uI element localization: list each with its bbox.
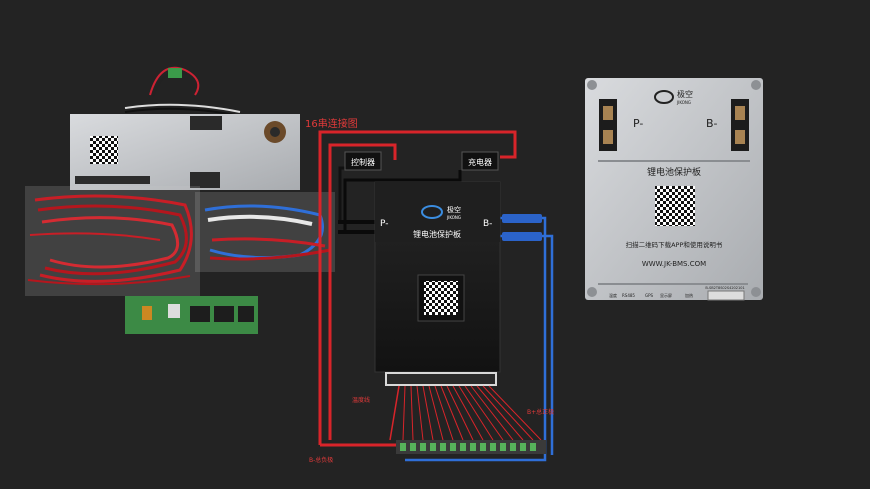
main-brand-sub: JIKONG (446, 215, 461, 220)
b-plus-label: B+总正极 (527, 408, 554, 416)
top-cable (124, 66, 241, 117)
port-label-display: 显示屏 (660, 292, 672, 298)
right-brand-sub: JIKONG (676, 100, 691, 105)
port-label-temp: 温度 (609, 292, 617, 298)
port-label-rs485: RS485 (622, 293, 635, 298)
wire-harness-bag (25, 186, 335, 296)
main-board-title: 锂电池保护板 (413, 229, 461, 239)
series-connection-label: 16串连接图 (305, 117, 358, 130)
wiring-diagram: 16串连接图 控制器 充电器 极空 JIKO (305, 117, 554, 464)
temp-probe-label: 温度线 (352, 396, 370, 404)
right-brand: 极空 (677, 89, 693, 99)
right-p-terminal: P- (633, 117, 643, 130)
spare-bms-board (70, 114, 300, 190)
serial-number: B-SB2T8S02S4202101 (705, 286, 744, 290)
right-bms-board: 极空 JIKONG P- B- 锂电池保护板 扫描二维码下载APP和使用说明书 … (585, 78, 763, 301)
website-url: WWW.JK-BMS.COM (642, 260, 706, 268)
right-b-terminal: B- (706, 117, 718, 130)
cloud-logo-icon (421, 205, 443, 219)
port-label-gps: GPS (645, 293, 654, 298)
main-b-terminal: B- (483, 219, 492, 229)
qr-code (424, 281, 458, 315)
controller-label: 控制器 (351, 157, 375, 167)
main-brand: 极空 (447, 205, 461, 214)
main-bms-unit: 极空 JIKONG P- B- 锂电池保护板 (374, 181, 501, 386)
controller-box: 控制器 (344, 151, 382, 171)
charger-box: 充电器 (461, 151, 499, 171)
terminal-block (396, 440, 546, 454)
port-label-heat: 加热 (685, 292, 693, 298)
qr-code (655, 186, 695, 226)
b-minus-label: B-总负极 (309, 456, 333, 464)
cloud-logo-icon (654, 90, 674, 104)
main-p-terminal: P- (380, 219, 388, 229)
right-board-title: 锂电池保护板 (647, 166, 701, 178)
balance-wires (389, 385, 542, 441)
charger-label: 充电器 (468, 157, 492, 167)
scan-instructions: 扫描二维码下载APP和使用说明书 (626, 240, 723, 249)
kit-contents (25, 66, 335, 334)
adapter-pcb (125, 296, 258, 334)
